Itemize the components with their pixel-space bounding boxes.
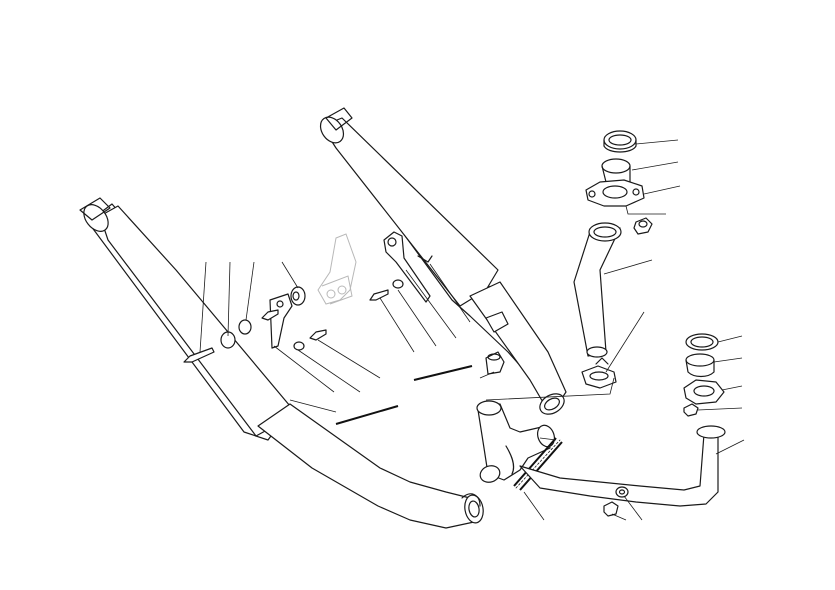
ghost-frame-bracket <box>317 233 357 305</box>
front-flange <box>585 179 645 207</box>
right-silencer <box>319 107 567 415</box>
front-nut <box>633 217 653 235</box>
grommet <box>485 351 505 375</box>
rear-exhaust-pipe <box>519 425 726 507</box>
rear-gasket <box>685 333 719 351</box>
bottom-washer <box>615 486 629 498</box>
washer <box>293 279 404 351</box>
rear-nut <box>683 403 699 417</box>
cap-screw <box>183 289 389 363</box>
silencer-bracket <box>269 293 293 349</box>
support-bracket <box>383 231 433 303</box>
front-exhaust-pipe <box>573 222 622 358</box>
front-gasket <box>603 130 637 153</box>
rear-sleeve <box>685 353 715 378</box>
y-collector <box>476 400 556 483</box>
spacer <box>220 319 252 349</box>
bottom-nut <box>603 501 619 517</box>
rear-flange <box>683 379 725 405</box>
grouping-bars <box>335 365 473 425</box>
pipe-clamp <box>581 357 617 389</box>
collector-strap <box>513 437 563 491</box>
rubber-mount <box>290 286 306 306</box>
callout-leaders <box>199 139 745 521</box>
left-header-pipe <box>257 403 484 529</box>
left-silencer <box>79 197 291 441</box>
